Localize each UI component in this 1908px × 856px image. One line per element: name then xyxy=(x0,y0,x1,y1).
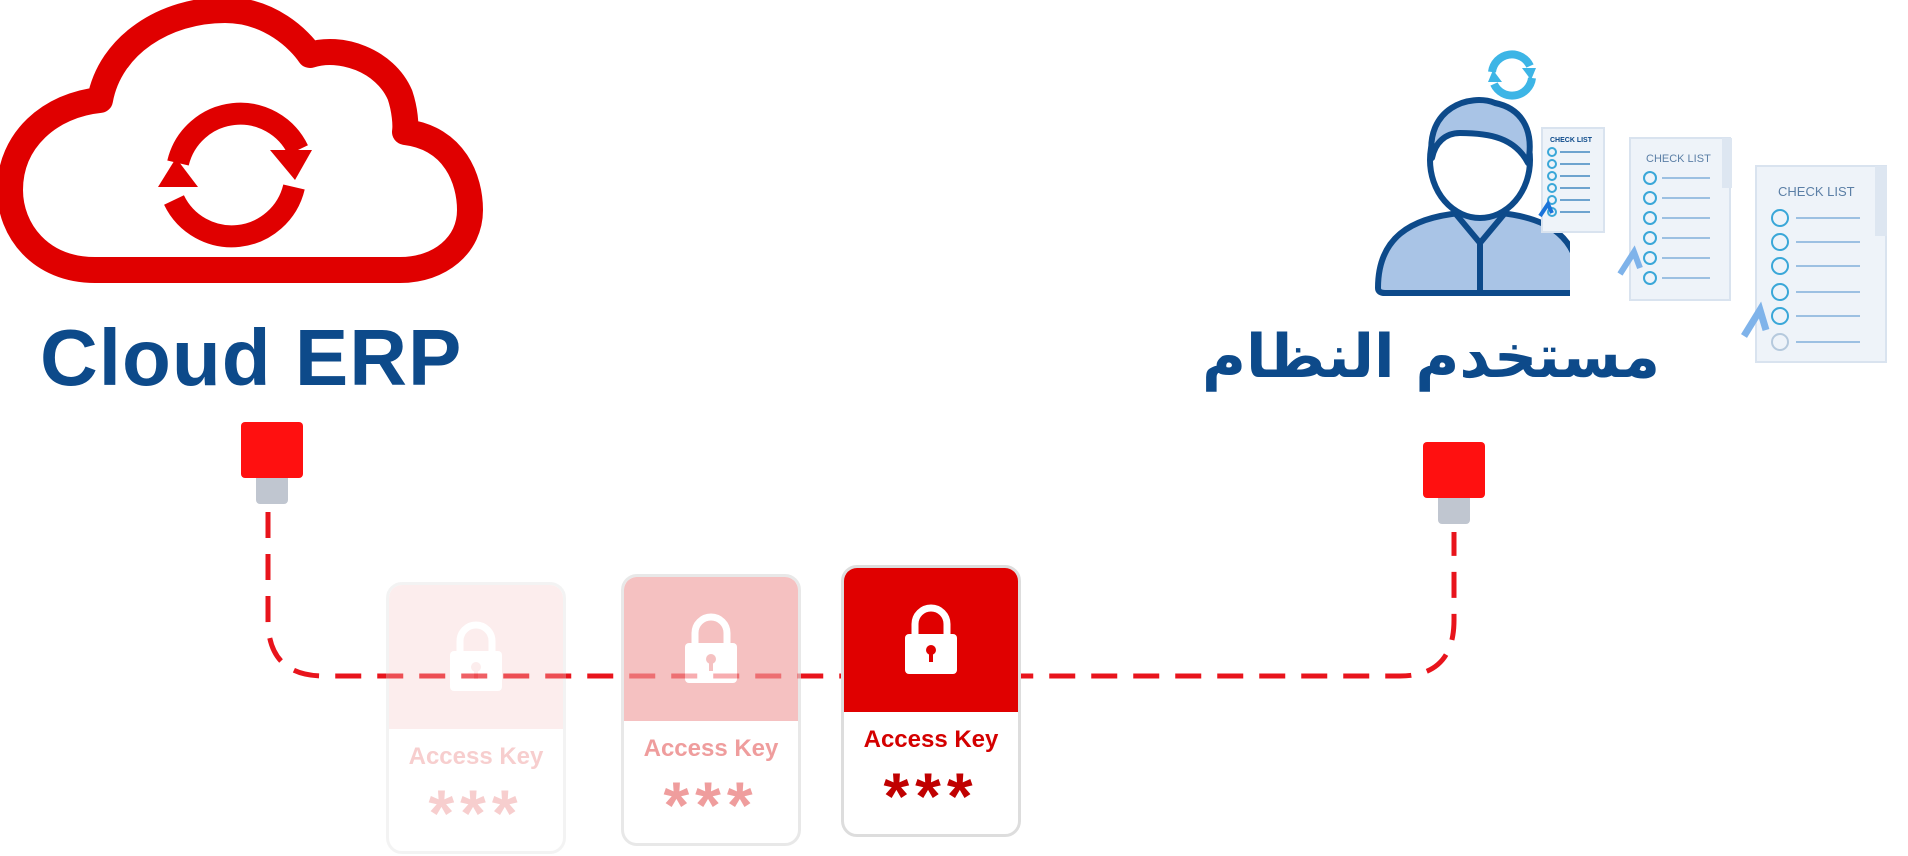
access-key-value: *** xyxy=(883,759,979,833)
access-key-card: Access Key *** xyxy=(621,574,801,846)
access-key-card: Access Key *** xyxy=(386,582,566,854)
right-plug-icon xyxy=(1423,442,1485,524)
cloud-sync-icon xyxy=(0,0,483,283)
user-icon xyxy=(1374,97,1570,296)
card-header xyxy=(844,568,1018,712)
sync-icon xyxy=(1488,50,1536,100)
checklist-title-2: CHECK LIST xyxy=(1646,153,1711,165)
cloud-erp-title: Cloud ERP xyxy=(40,313,463,402)
access-key-label: Access Key xyxy=(408,743,544,770)
system-user-title: مستخدم النظام xyxy=(1202,322,1660,392)
checklist-title-3: CHECK LIST xyxy=(1778,184,1855,199)
checklist-documents: CHECK LIST CHECK LIST CHECK LIST xyxy=(1538,127,1887,363)
lock-icon xyxy=(685,613,737,683)
access-key-label: Access Key xyxy=(643,735,779,762)
lock-icon xyxy=(905,604,957,674)
access-key-label: Access Key xyxy=(863,726,999,753)
access-key-card: Access Key *** xyxy=(841,565,1021,837)
access-key-value: *** xyxy=(663,768,759,842)
left-plug-icon xyxy=(241,422,303,504)
access-key-value: *** xyxy=(428,776,524,850)
lock-icon xyxy=(450,621,502,691)
card-header xyxy=(389,585,563,729)
card-header xyxy=(624,577,798,721)
checklist-title-1: CHECK LIST xyxy=(1550,137,1593,144)
